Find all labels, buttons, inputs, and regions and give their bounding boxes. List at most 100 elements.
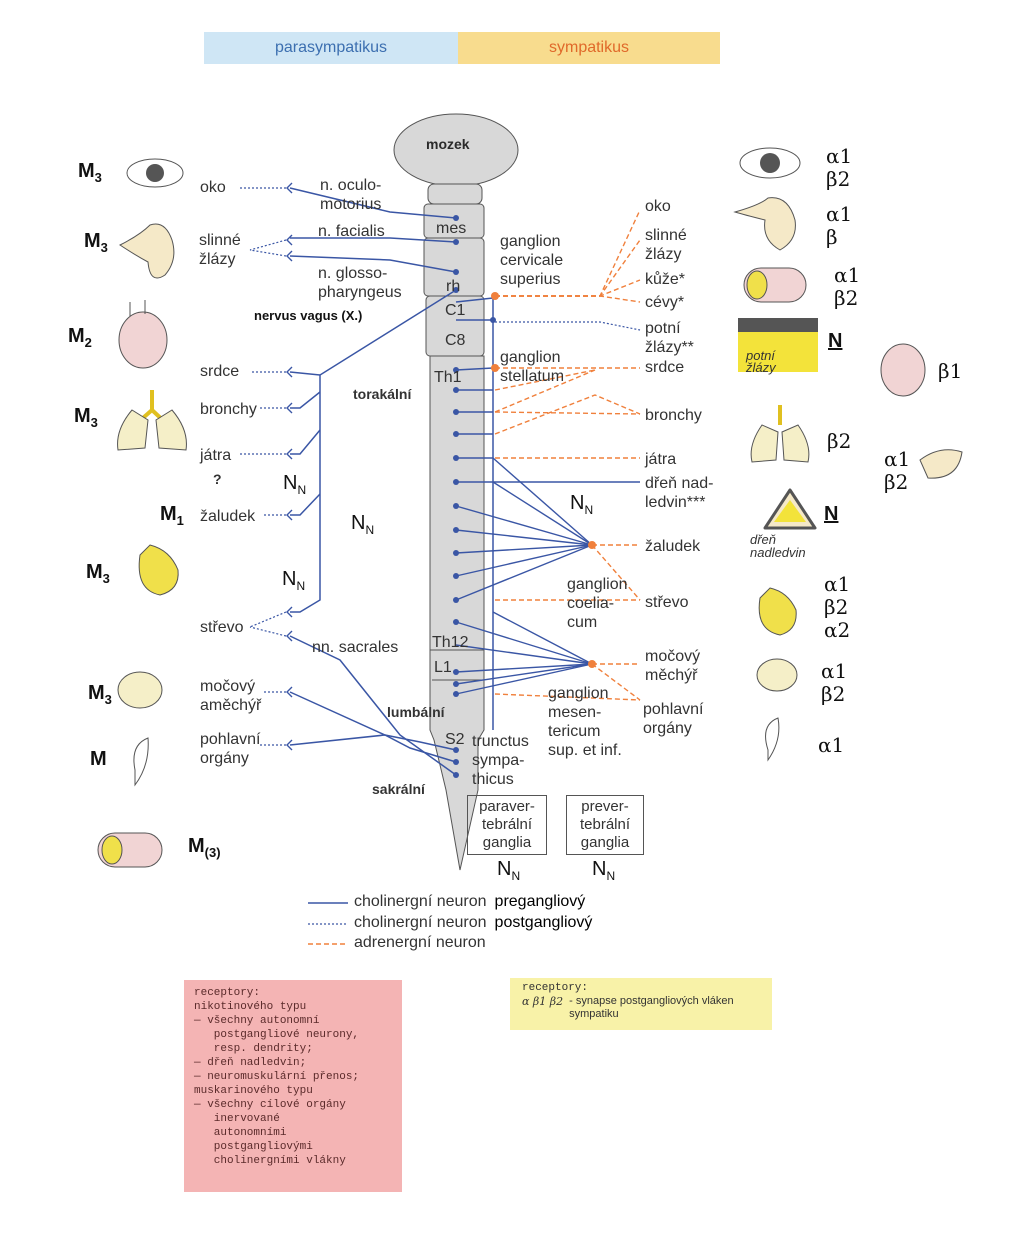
para-organ-strevo: střevo (200, 619, 244, 636)
stomach-icon-right (758, 587, 797, 636)
liver-icon-right (919, 449, 963, 479)
brain-label: mozek (426, 136, 470, 152)
receptor-pohlavni-right: α1 (818, 733, 845, 757)
eye-icon-left (126, 158, 184, 188)
receptor-slinne-left: M3 (84, 230, 108, 255)
parasympathetic-header: parasympatikus (204, 32, 458, 64)
s2-label: S2 (445, 731, 465, 748)
lungs-icon-left (117, 390, 187, 451)
sym-organ-zaludek: žaludek (645, 538, 701, 555)
brain-stem-upper (427, 183, 483, 205)
question-mark: ? (213, 471, 222, 487)
l1-label: L1 (434, 659, 452, 676)
receptor-srdce-right: β1 (938, 359, 963, 383)
para-organ-mechyr: močový aměchýř (200, 678, 262, 714)
th1-label: Th1 (434, 369, 462, 386)
sym-organ-potni: potní žlázy** (645, 320, 694, 356)
receptor-slinne-right: α1 β (826, 202, 853, 249)
receptor-dren-right: N (824, 503, 839, 525)
para-organ-pohlavni: pohlavní orgány (200, 731, 261, 767)
legend-adrenergic: adrenergní neuron (354, 934, 486, 951)
sym-organ-slinne: slinné žlázy (645, 227, 687, 263)
para-organ-srdce: srdce (200, 363, 240, 380)
c8-label: C8 (445, 332, 466, 349)
adrenal-icon-right (763, 488, 817, 530)
receptor-bronchy-right: β2 (827, 429, 852, 453)
nn-label-1: NN (283, 472, 307, 497)
heart-icon-left (118, 300, 168, 369)
sym-organ-bronchy: bronchy (645, 407, 702, 424)
receptor-mechyr-right: α1 β2 (821, 659, 848, 706)
receptor-mechyr-left: M3 (88, 682, 112, 707)
sym-organ-oko: oko (645, 198, 671, 215)
ganglion-coeliacum-label: ganglion coelia- cum (567, 576, 628, 631)
yellow-box-title: receptory: (522, 982, 589, 994)
glosso-label: n. glosso- pharyngeus (318, 265, 402, 301)
ganglion-cervicale-label: ganglion cervicale superius (500, 233, 564, 288)
ganglion-stellatum-label: ganglion stellatum (500, 349, 565, 385)
sym-organ-cevy: cévy* (645, 294, 685, 311)
sakralni-label: sakrální (372, 781, 425, 797)
receptor-pohlavni-left: M (90, 748, 107, 770)
stomach-icon-left (138, 544, 179, 596)
yellow-box-symbols: α β1 β2 (522, 995, 564, 1008)
nn-label-6: NN (592, 858, 616, 883)
legend-postganglionic: cholinergní neuron postgangliový (354, 914, 593, 931)
sympathetic-header: sympatikus (458, 32, 720, 64)
receptor-bronchy-left: M3 (74, 405, 98, 430)
para-organ-oko: oko (200, 179, 226, 196)
trunctus-label: trunctus sympa- thicus (472, 733, 529, 788)
th12-label: Th12 (432, 634, 469, 651)
nicotinic-receptors-box: receptory: nikotinového typu — všechny a… (184, 980, 402, 1192)
facialis-label: n. facialis (318, 223, 385, 240)
genital-icon-right (765, 717, 780, 762)
nn-label-2: NN (351, 512, 375, 537)
receptor-oko-left: M3 (78, 160, 102, 185)
ganglion-mesentericum-label: ganglion mesen- tericum sup. et inf. (548, 685, 622, 759)
gland-icon-right (733, 197, 796, 251)
rh-label: rh (446, 278, 461, 295)
lungs-icon-right (750, 405, 810, 463)
eye-icon-right (739, 147, 801, 179)
para-organ-zaludek: žaludek (200, 508, 256, 525)
para-organ-jatra: játra (200, 447, 232, 464)
para-organ-bronchy: bronchy (200, 401, 257, 418)
receptor-srdce-left: M2 (68, 325, 92, 350)
yellow-box-text: - synapse postgangliových vláken sympati… (569, 995, 734, 1020)
spinal-cord (429, 355, 485, 871)
bladder-icon-right (756, 658, 798, 692)
receptor-strevo-left: M3 (86, 561, 110, 586)
mes-label: mes (436, 220, 467, 237)
receptor-cevy-right: α1 β2 (834, 263, 861, 310)
dren-pic-label: dřeň nadledvin (750, 532, 806, 560)
receptor-oko-right: α1 β2 (826, 144, 853, 191)
receptor-strevo-right: α1 β2 α2 (824, 572, 851, 642)
receptor-cevy-left: M(3) (188, 835, 221, 860)
sym-organ-pohlavni: pohlavní orgány (643, 701, 704, 737)
sweat-gland-icon (738, 318, 818, 372)
vessel-icon-left (97, 832, 163, 868)
receptor-potni-right: N (828, 330, 843, 352)
para-organ-slinne: slinné žlázy (199, 232, 241, 268)
sym-organ-srdce: srdce (645, 359, 685, 376)
sym-organ-jatra: játra (645, 451, 677, 468)
torakalni-label: torakální (353, 386, 412, 402)
nn-label-3: NN (282, 568, 306, 593)
nn-label-5: NN (497, 858, 521, 883)
potni-pic-label: potní žlázy (746, 348, 776, 375)
adrenergic-receptors-box: receptory: α β1 β2 - synapse postganglio… (510, 978, 772, 1030)
bladder-icon-left (117, 671, 163, 709)
sym-organ-mechyr: močový měchýř (645, 648, 701, 684)
paravertebral-box: paraver- tebrální ganglia (467, 795, 547, 855)
oculomotorius-label: n. oculo- motorius (320, 177, 382, 213)
heart-icon-right (880, 343, 926, 397)
sacrales-label: nn. sacrales (312, 639, 399, 656)
sym-organ-kuze: kůže* (645, 271, 686, 288)
vagus-label: nervus vagus (X.) (254, 308, 363, 323)
sym-organ-strevo: střevo (645, 594, 689, 611)
genital-icon-left (133, 737, 149, 787)
c1-label: C1 (445, 302, 466, 319)
legend-preganglionic: cholinergní neuron pregangliový (354, 893, 586, 910)
lumbalni-label: lumbální (387, 704, 445, 720)
